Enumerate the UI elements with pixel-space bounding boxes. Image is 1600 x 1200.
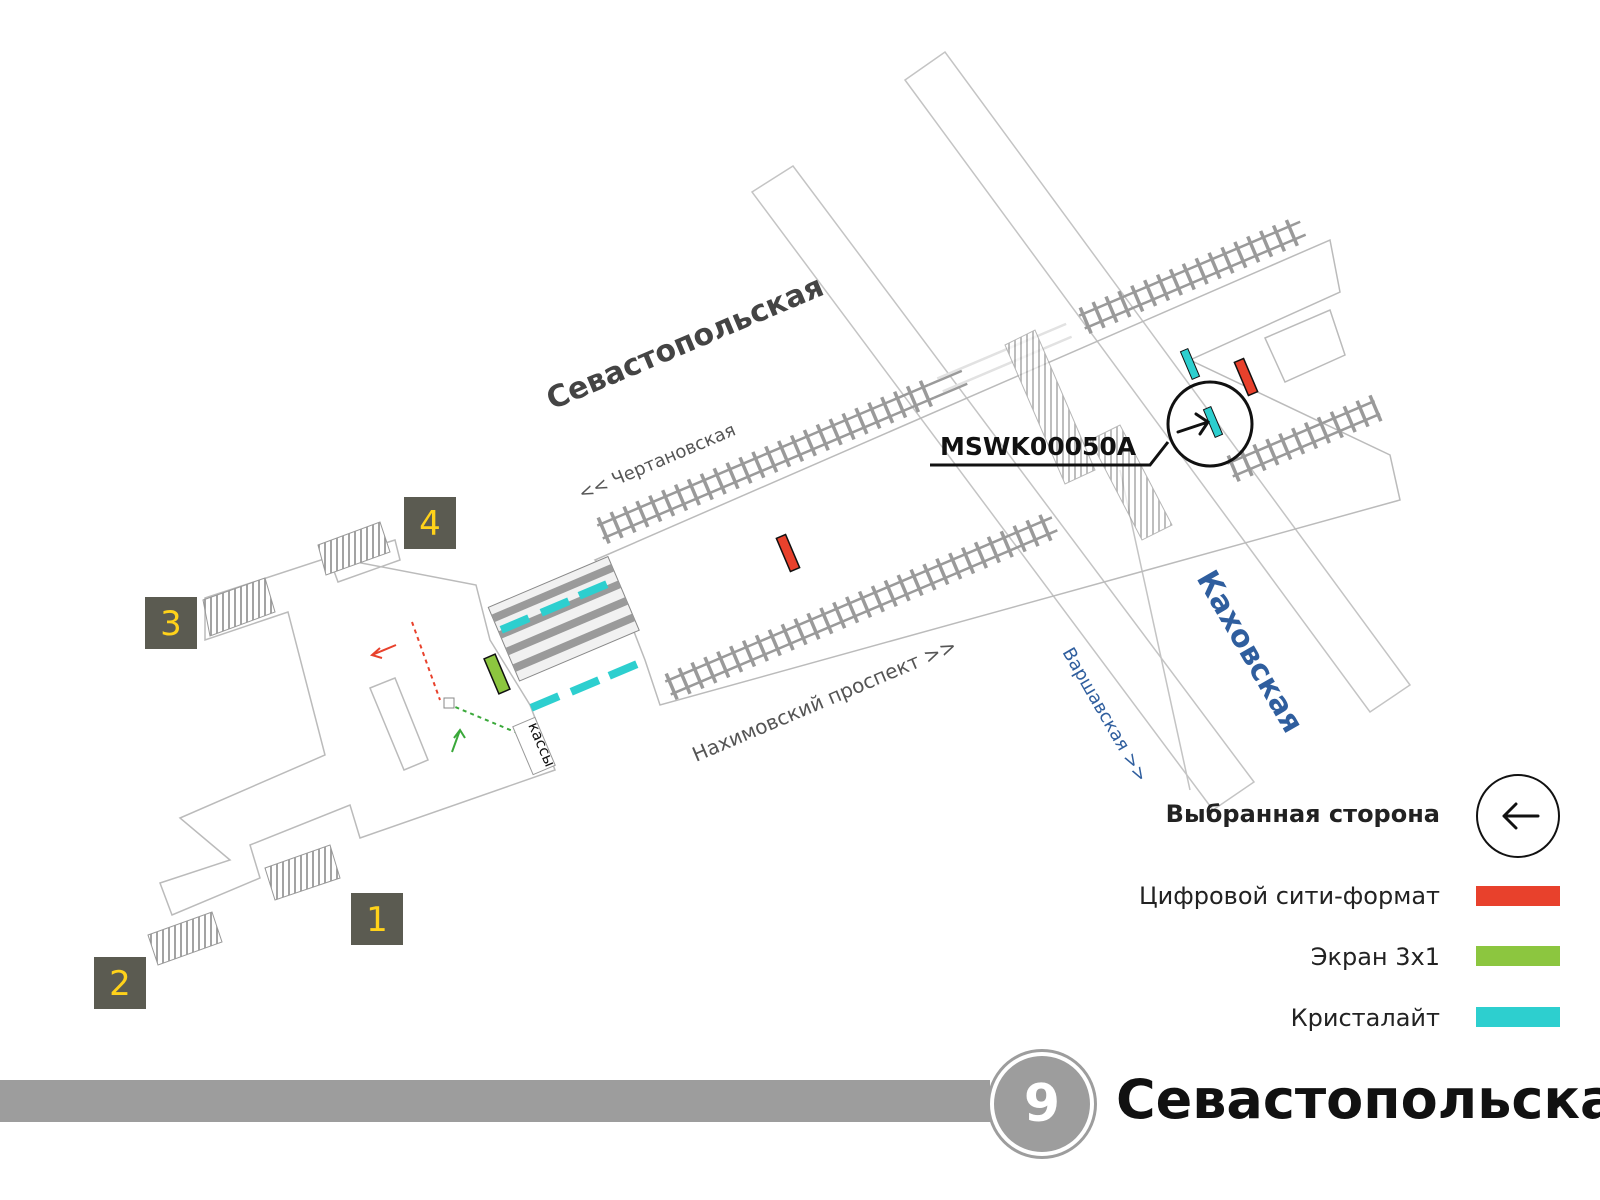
station-title: Севастопольская [1116, 1068, 1600, 1131]
stairs-transfer-2 [1089, 424, 1173, 541]
svg-text:4: 4 [419, 504, 441, 544]
flow-arrows [369, 621, 516, 753]
legend-swatch-digital-city [1476, 886, 1560, 906]
svg-text:2: 2 [109, 964, 131, 1004]
legend-selected-side-symbol [1476, 774, 1560, 858]
stairs-exit-2 [147, 911, 223, 966]
ad-crystalight [539, 597, 571, 617]
legend-swatch-crystalight [1476, 1007, 1560, 1027]
exit-4: 4 [404, 497, 456, 549]
stairs-transfer-1 [1004, 329, 1096, 485]
line-number-badge: 9 [990, 1052, 1094, 1156]
exit-1: 1 [351, 893, 403, 945]
ticket-office: кассы [512, 716, 559, 776]
stairs-exit-4 [317, 521, 391, 576]
stairs [147, 329, 1173, 966]
ad-screen-3x1 [483, 653, 511, 695]
arrow-icon [369, 644, 397, 659]
svg-text:3: 3 [160, 604, 182, 644]
arrow-right-icon [1176, 412, 1211, 436]
stairs-exit-1 [264, 844, 341, 901]
transfer-corridors [750, 50, 1412, 812]
legend-label-screen-3x1: Экран 3x1 [1310, 943, 1440, 971]
arrow-icon [451, 728, 466, 753]
ad-crystalight [607, 660, 639, 680]
ad-crystalight [569, 676, 601, 696]
ad-placements [483, 347, 1259, 712]
tracks [596, 219, 1383, 701]
placement-code: MSWK00050A [940, 432, 1137, 461]
legend-label-crystalight: Кристалайт [1290, 1004, 1440, 1032]
ad-digital-city [1233, 357, 1259, 397]
ad-crystalight-selected [1202, 405, 1224, 439]
stairs-exit-3 [202, 577, 276, 637]
ad-crystalight [577, 580, 609, 600]
line-bar [0, 1080, 990, 1122]
exit-3: 3 [145, 597, 197, 649]
track-ties [596, 380, 933, 545]
legend-swatch-screen-3x1 [1476, 946, 1560, 966]
ad-crystalight [1179, 347, 1201, 381]
svg-text:1: 1 [366, 900, 388, 940]
arrow-left-icon [1502, 802, 1540, 830]
ad-crystalight [499, 614, 531, 634]
station-name-label: Севастопольская [541, 269, 828, 417]
map-labels: Севастопольская << Чертановская Нахимовс… [541, 269, 1310, 786]
selected-placement-marker[interactable]: MSWK00050A [930, 380, 1254, 468]
legend-label-digital-city: Цифровой сити-формат [1139, 882, 1440, 910]
ad-crystalight [529, 692, 561, 712]
legend-selected-side-label: Выбранная сторона [1165, 800, 1440, 828]
exits: 4 3 1 2 [94, 497, 456, 1009]
escalator-block [487, 555, 640, 682]
ad-digital-city [775, 533, 801, 573]
exit-2: 2 [94, 957, 146, 1009]
transfer-station-label: Каховская [1189, 565, 1310, 740]
